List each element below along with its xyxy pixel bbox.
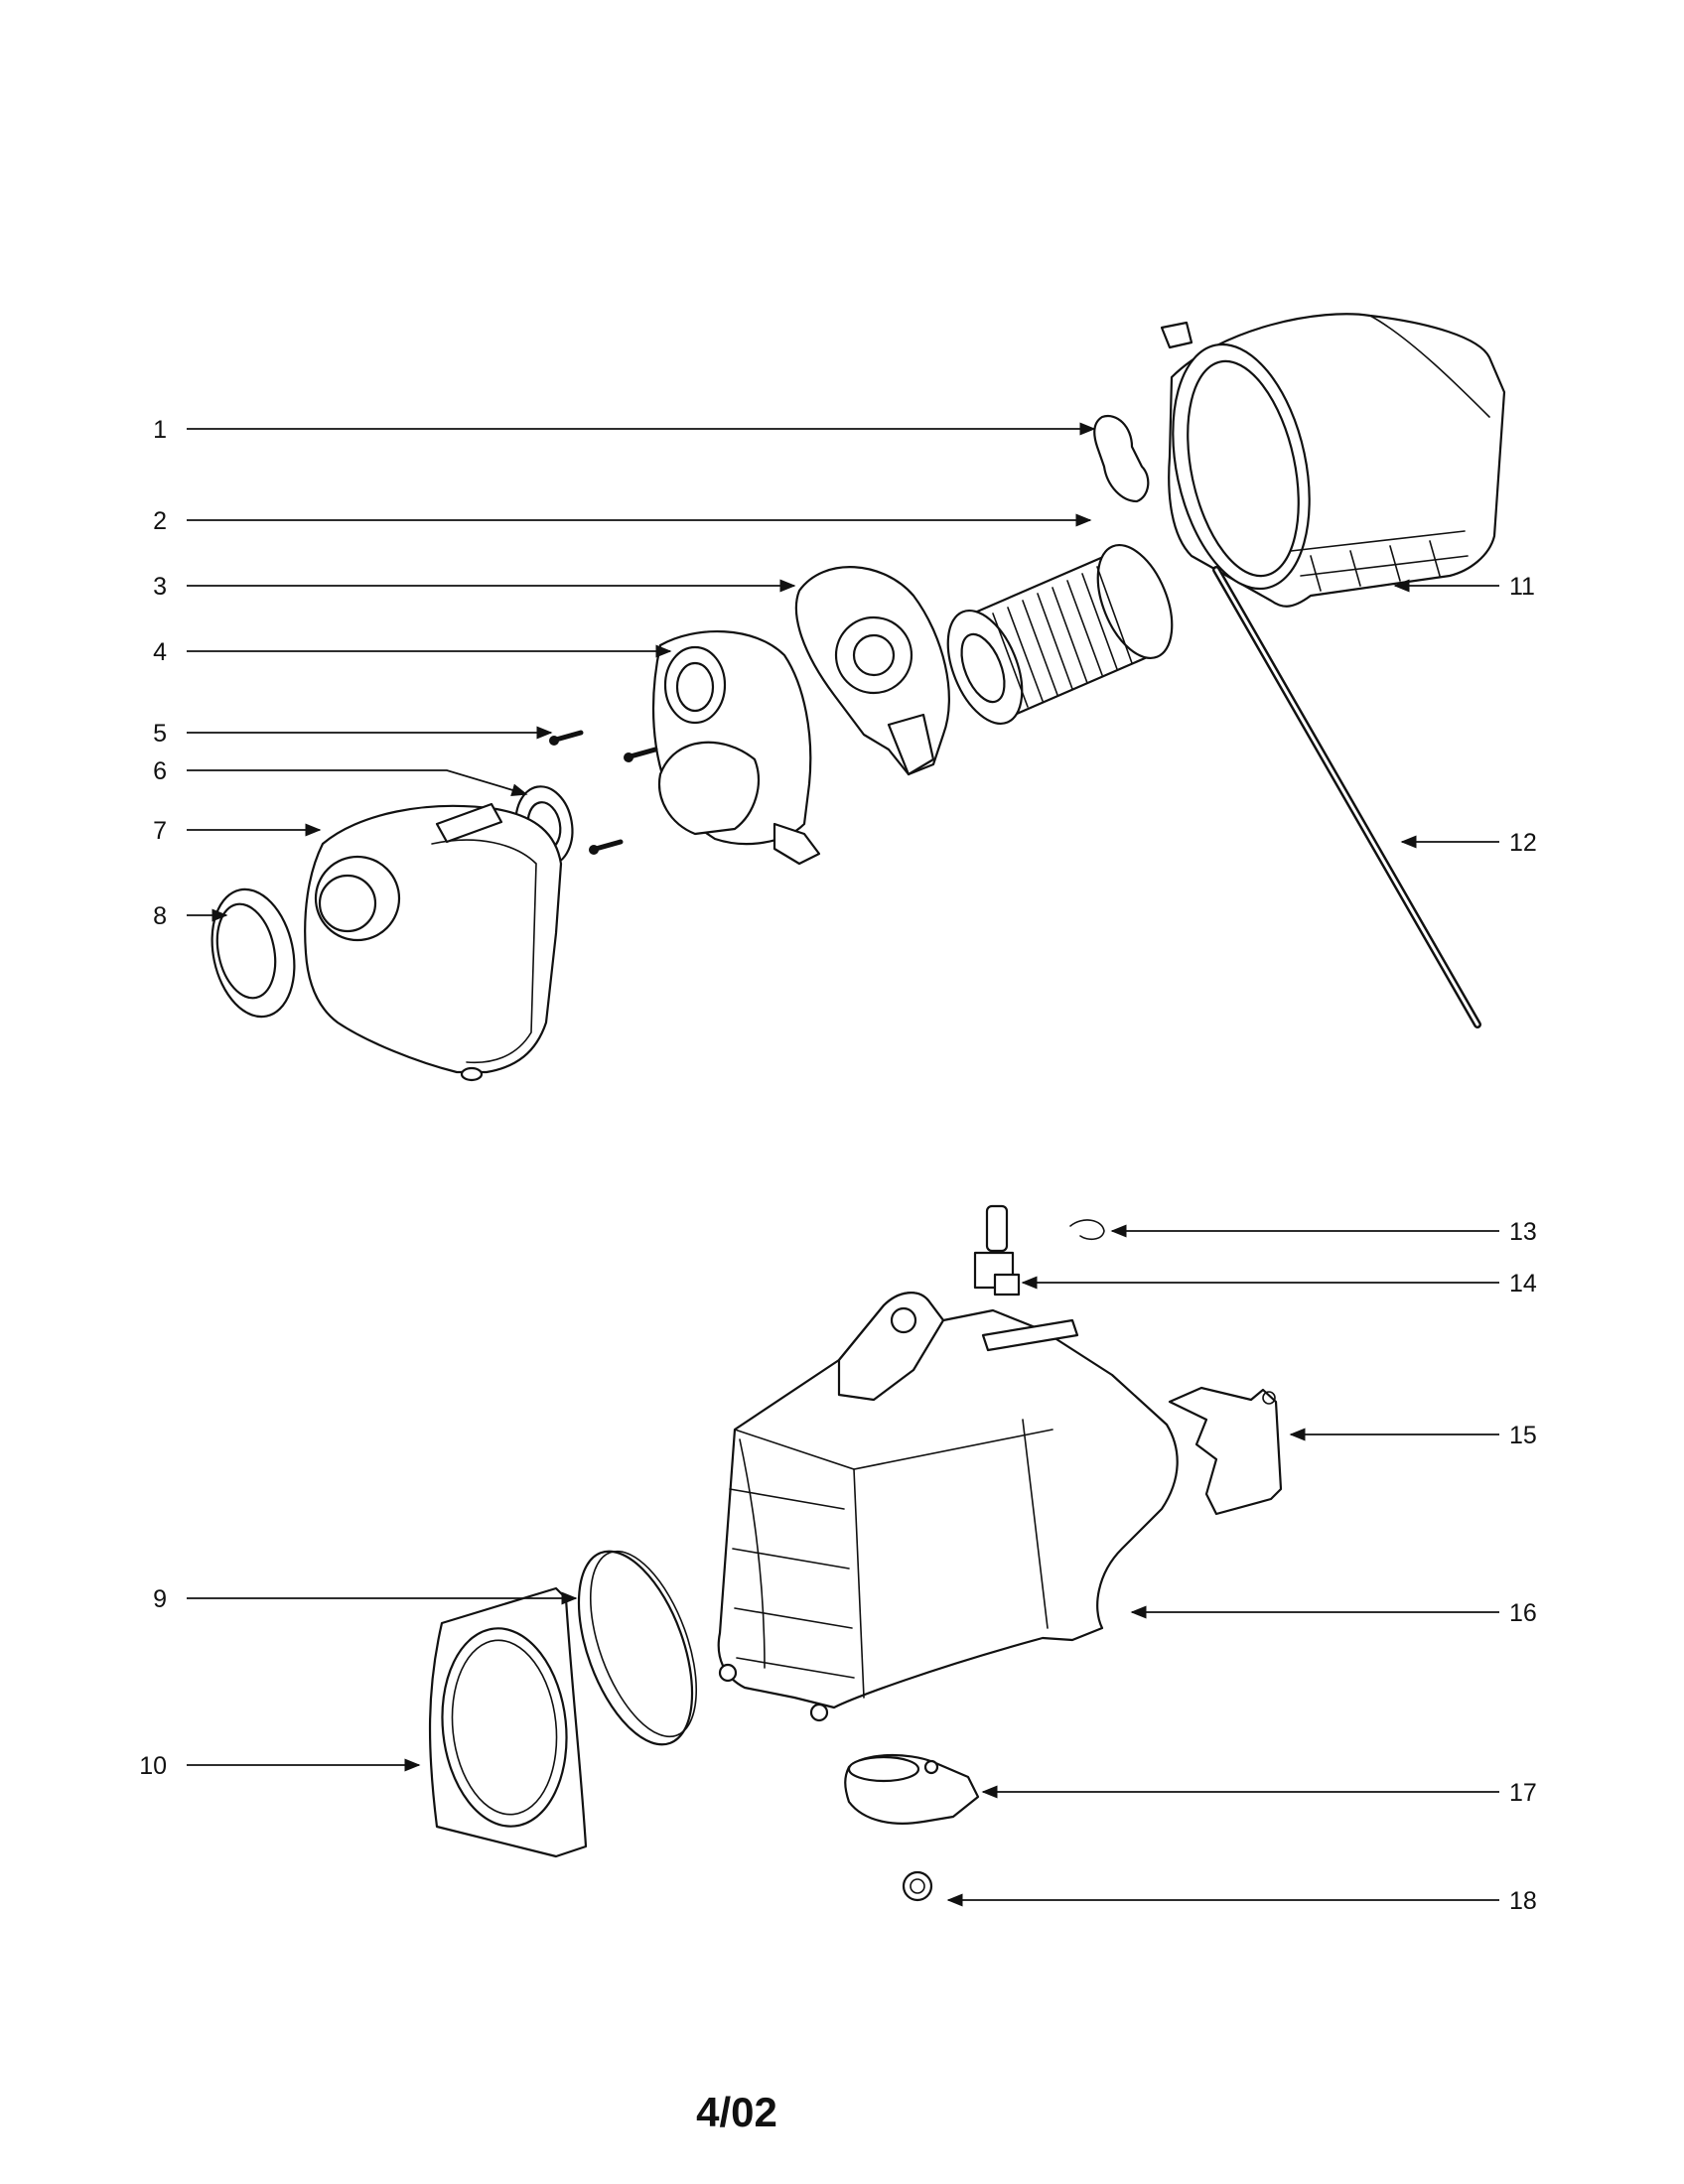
callout-labels: 1 2 3 4 5 6 7 8 9 10 11 12 13 14 15 16 1…	[139, 416, 1537, 1915]
part-1-gasket	[1093, 414, 1150, 503]
part-3-filter-housing	[794, 566, 950, 776]
callout-11: 11	[1509, 573, 1535, 601]
callout-14: 14	[1509, 1270, 1537, 1297]
leader-lines	[187, 422, 1499, 1907]
part-16-body-shell	[717, 1292, 1179, 1722]
part-13-clip	[1069, 1219, 1105, 1241]
part-17-nozzle	[844, 1754, 980, 1825]
callout-5: 5	[153, 720, 167, 748]
part-15-bracket	[1168, 1386, 1283, 1516]
callout-4: 4	[153, 638, 167, 666]
callout-13: 13	[1509, 1218, 1537, 1246]
callout-18: 18	[1509, 1887, 1537, 1915]
callout-10: 10	[139, 1752, 167, 1780]
callout-8: 8	[153, 902, 167, 930]
part-11-canister	[1160, 313, 1506, 608]
part-7-housing-cover	[304, 802, 563, 1082]
leader-6	[187, 769, 528, 797]
part-14-switch	[973, 1204, 1021, 1297]
part-2-filter	[946, 543, 1174, 726]
callout-16: 16	[1509, 1599, 1537, 1627]
part-10-filter-frame	[428, 1586, 588, 1858]
callout-6: 6	[153, 757, 167, 785]
callout-9: 9	[153, 1585, 167, 1613]
part-4-motor-housing	[652, 630, 821, 866]
callout-15: 15	[1509, 1422, 1537, 1449]
revision-date: 4/02	[696, 2089, 777, 2135]
part-12-rod	[1212, 566, 1481, 1028]
part-9-round-filter	[577, 1550, 698, 1746]
callout-12: 12	[1509, 829, 1537, 857]
callout-17: 17	[1509, 1779, 1537, 1807]
part-18-knob	[902, 1870, 933, 1902]
part-5-screws	[549, 730, 658, 855]
callout-1: 1	[153, 416, 167, 444]
part-8-ring	[210, 887, 296, 1019]
callout-3: 3	[153, 573, 167, 601]
callout-2: 2	[153, 507, 167, 535]
callout-7: 7	[153, 817, 167, 845]
